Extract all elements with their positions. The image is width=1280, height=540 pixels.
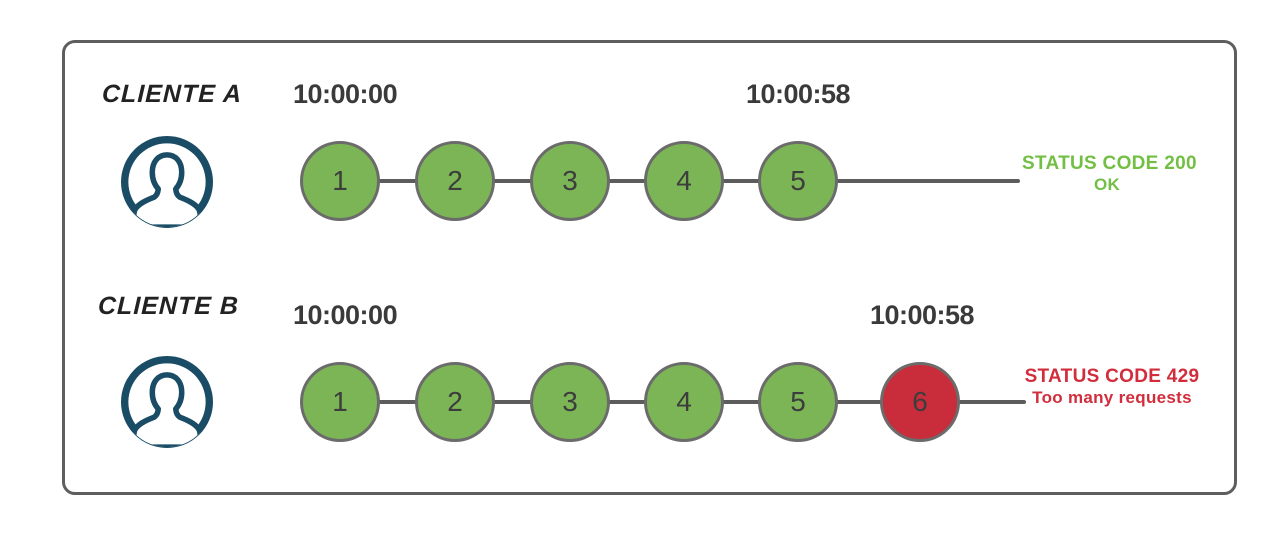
request-number: 3 [562, 386, 578, 417]
user-avatar-icon [121, 136, 213, 228]
request-circle: 4 [644, 362, 724, 442]
request-number: 1 [332, 386, 348, 417]
row-a-start-timestamp: 10:00:00 [293, 79, 398, 109]
user-avatar-icon [121, 356, 213, 448]
request-number: 4 [676, 386, 692, 417]
request-circle: 4 [644, 141, 724, 221]
row-a-status: STATUS CODE 200 OK [1022, 153, 1197, 195]
request-number: 2 [447, 165, 463, 196]
request-circle: 3 [530, 362, 610, 442]
request-circle-blocked: 6 [880, 362, 960, 442]
row-b-start-timestamp: 10:00:00 [293, 300, 398, 330]
status-message-text: OK [1093, 175, 1121, 195]
status-message-text: Too many requests [1032, 388, 1192, 408]
row-a-end-timestamp: 10:00:58 [745, 79, 851, 109]
status-code-text: STATUS CODE 429 [1024, 366, 1200, 387]
request-circle: 5 [758, 141, 838, 221]
client-b-label: CLIENTE B [97, 292, 240, 320]
request-number: 3 [562, 165, 578, 196]
row-b-status: STATUS CODE 429 Too many requests [1024, 366, 1200, 408]
request-number: 4 [676, 165, 692, 196]
request-circle: 2 [415, 141, 495, 221]
request-number: 5 [790, 386, 806, 417]
request-circle: 1 [300, 362, 380, 442]
request-number: 6 [912, 386, 928, 417]
request-number: 2 [447, 386, 463, 417]
request-circle: 2 [415, 362, 495, 442]
request-circle: 1 [300, 141, 380, 221]
diagram-frame [62, 40, 1237, 495]
request-number: 5 [790, 165, 806, 196]
request-circle: 5 [758, 362, 838, 442]
client-a-label: CLIENTE A [101, 80, 243, 108]
request-circle: 3 [530, 141, 610, 221]
request-number: 1 [332, 165, 348, 196]
row-b-end-timestamp: 10:00:58 [869, 300, 975, 330]
status-code-text: STATUS CODE 200 [1022, 153, 1197, 174]
